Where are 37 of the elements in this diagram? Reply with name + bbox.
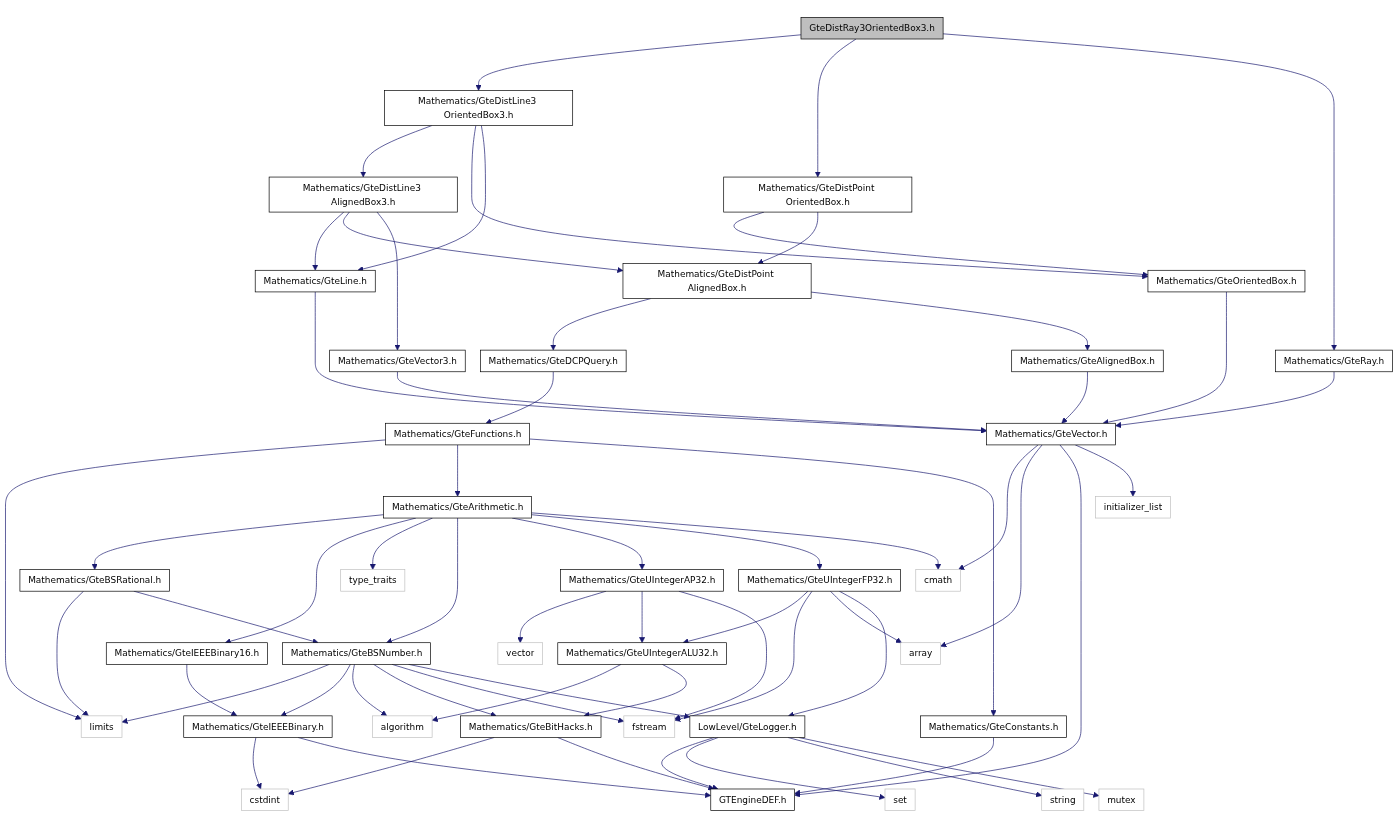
node-box: Mathematics/GteDistLine3 AlignedBox3.h	[268, 176, 458, 213]
node-box: Mathematics/GteUIntegerALU32.h	[557, 642, 727, 665]
node-box: vector	[497, 642, 543, 665]
node-box: GTEngineDEF.h	[710, 788, 795, 811]
node-box: Mathematics/GteVector3.h	[329, 349, 466, 373]
node-box: Mathematics/GteDistPoint OrientedBox.h	[723, 176, 913, 213]
node-box: GteDistRay3OrientedBox3.h	[800, 17, 944, 40]
node-box: Mathematics/GteBSNumber.h	[282, 642, 431, 665]
node-box: Mathematics/GteBitHacks.h	[460, 715, 602, 738]
node-box: Mathematics/GteConstants.h	[920, 715, 1067, 738]
node-box: Mathematics/GteAlignedBox.h	[1011, 349, 1164, 373]
node-box: Mathematics/GteArithmetic.h	[383, 496, 532, 519]
node-box: fstream	[623, 715, 676, 738]
node-box: array	[900, 642, 941, 665]
node-box: LowLevel/GteLogger.h	[689, 715, 806, 738]
node-box: Mathematics/GteVector.h	[986, 422, 1116, 446]
node-box: Mathematics/GteLine.h	[254, 269, 376, 293]
node-box: Mathematics/GteBSRational.h	[19, 569, 170, 592]
node-box: algorithm	[372, 715, 433, 738]
node-box: Mathematics/GteUIntegerAP32.h	[560, 569, 724, 592]
node-box: Mathematics/GteIEEEBinary.h	[183, 715, 333, 738]
node-box: Mathematics/GteOrientedBox.h	[1147, 269, 1306, 293]
node-box: mutex	[1098, 788, 1145, 811]
node-box: string	[1041, 788, 1085, 811]
node-box: Mathematics/GteDistLine3 OrientedBox3.h	[384, 90, 574, 126]
node-box: Mathematics/GteIEEEBinary16.h	[105, 642, 268, 665]
node-box: Mathematics/GteUIntegerFP32.h	[738, 569, 901, 592]
node-box: type_traits	[340, 569, 406, 592]
node-box: Mathematics/GteRay.h	[1275, 349, 1393, 373]
node-box: Mathematics/GteDistPoint AlignedBox.h	[622, 263, 812, 299]
node-box: cstdint	[241, 788, 289, 811]
node-box: set	[884, 788, 916, 811]
node-box: initializer_list	[1095, 496, 1171, 519]
node-box: Mathematics/GteFunctions.h	[385, 422, 530, 446]
node-box: Mathematics/GteDCPQuery.h	[480, 349, 627, 373]
node-box: limits	[80, 715, 123, 738]
node-box: cmath	[915, 569, 961, 592]
